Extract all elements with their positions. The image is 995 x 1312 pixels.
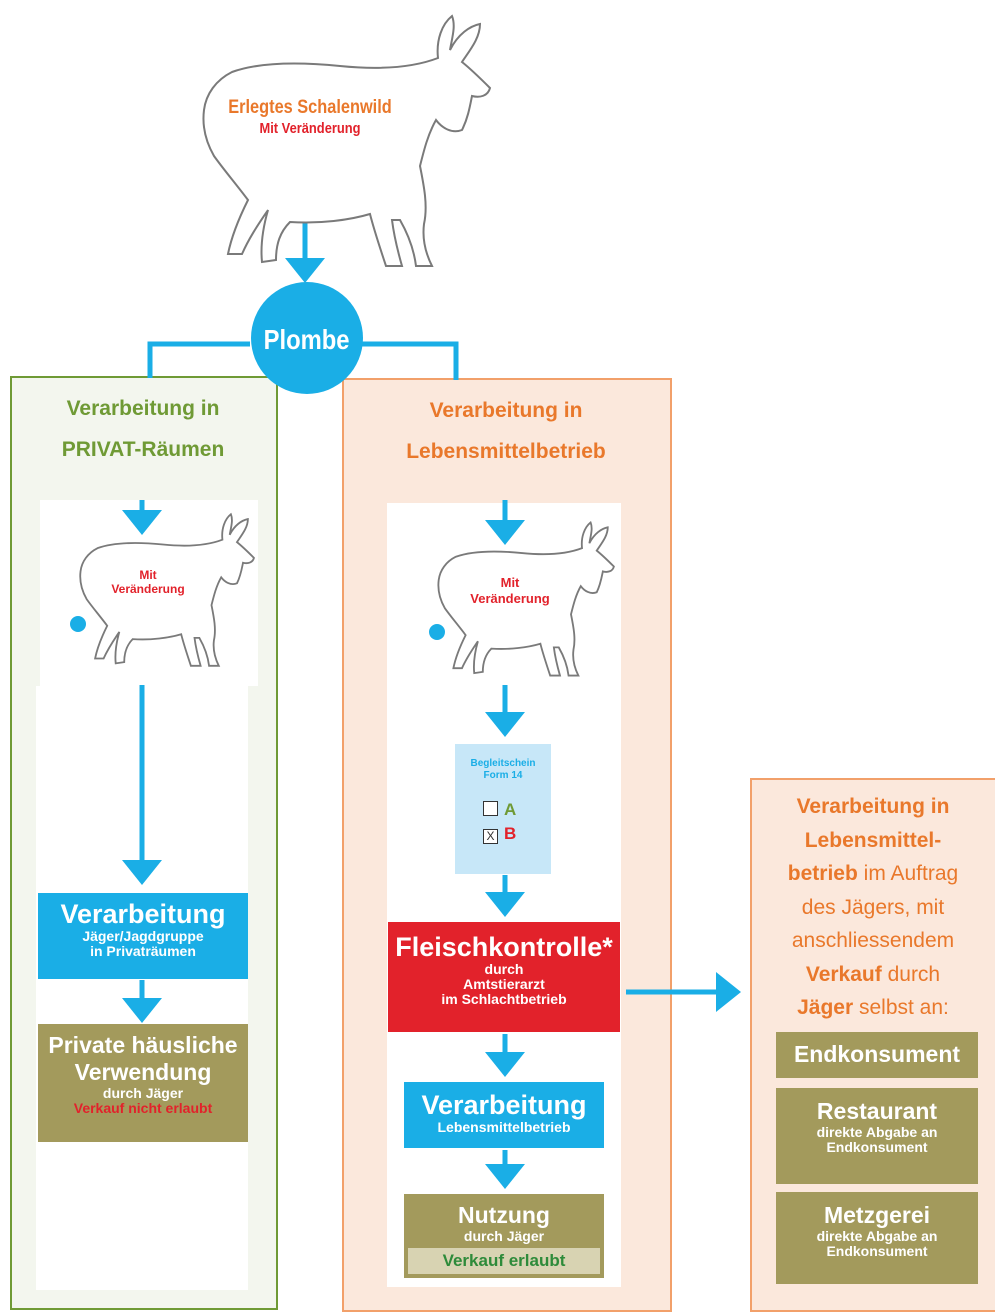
private-processing-line1: Jäger/Jagdgruppe [82,928,204,944]
right-text-bold6: Verkauf [805,962,882,986]
metzgerei-line1: direkte Abgabe an [816,1228,938,1244]
form-line1: Begleitschein [470,758,536,769]
right-text-bold2: Lebensmittel- [804,828,942,852]
restaurant-title: Restaurant [816,1098,938,1124]
private-processing-box: Verarbeitung Jäger/Jagdgruppe in Privatr… [38,893,248,979]
business-processing-box: Verarbeitung Lebensmittelbetrieb [404,1082,604,1148]
endkonsument-box: Endkonsument [776,1032,978,1078]
food-business-title-line2: Lebensmittelbetrieb [406,440,606,463]
metzgerei-box: Metzgerei direkte Abgabe an Endkonsument [776,1192,978,1284]
chamois-small-private-icon [79,512,255,667]
meat-control-line3: im Schlachtbetrieb [441,991,567,1007]
private-usage-box: Private häusliche Verwendung durch Jäger… [38,1024,248,1142]
checkbox-b: X [483,829,498,844]
private-title-line1: Verarbeitung in [66,397,220,420]
endkonsument-label: Endkonsument [793,1041,961,1067]
right-text-normal4: des Jägers, mit [801,895,945,919]
private-title-line2: PRIVAT-Räumen [61,438,225,461]
metzgerei-line2: Endkonsument [826,1243,928,1259]
business-processing-title: Verarbeitung [421,1090,587,1120]
meat-control-line1: durch [484,961,524,977]
form-line2: Form 14 [483,770,523,781]
seal-label: Plombe [264,324,350,355]
right-text-bold3: betrieb [787,862,858,885]
restaurant-box: Restaurant direkte Abgabe an Endkonsumen… [776,1088,978,1184]
private-processing-title: Verarbeitung [60,899,226,929]
right-text-normal3: im Auftrag [857,862,959,885]
top-subtitle: Mit Veränderung [259,120,361,137]
private-processing-line2: in Privaträumen [90,943,196,959]
branch-right [360,341,459,380]
business-animal-label-line2: Veränderung [470,591,550,606]
metzgerei-title: Metzgerei [823,1202,931,1228]
private-usage-line1: Private häusliche [48,1032,238,1058]
business-animal-label-line1: Mit [500,575,520,590]
top-title: Erlegtes Schalenwild [228,97,392,118]
business-usage-line2: durch Jäger [463,1228,545,1244]
private-usage-line4: Verkauf nicht erlaubt [73,1100,213,1116]
right-description: Verarbeitung in Lebensmittel- betrieb im… [752,790,994,1025]
seal-dot-middle [429,624,445,640]
private-usage-line2: Verwendung [74,1059,212,1085]
right-text-normal6: durch [881,962,941,986]
right-text-bold7: Jäger [797,996,854,1019]
branch-left [147,341,250,378]
business-usage-box: Nutzung durch Jäger Verkauf erlaubt [404,1194,604,1278]
meat-control-title: Fleischkontrolle* [395,932,613,962]
seal-dot-left [70,616,86,632]
right-text-normal5: anschliessendem [791,929,955,952]
right-text-normal7: selbst an: [853,996,949,1019]
private-usage-line3: durch Jäger [102,1085,184,1101]
private-animal-label-line2: Veränderung [111,582,185,596]
meat-control-box: Fleischkontrolle* durch Amtstierarzt im … [388,922,620,1032]
option-b-label: B [504,824,517,843]
seal-circle [251,282,363,394]
business-usage-line1: Nutzung [458,1202,550,1228]
checkbox-a [483,801,498,816]
business-usage-line3: Verkauf erlaubt [442,1251,566,1270]
option-a-label: A [504,800,517,819]
right-text-bold1: Verarbeitung in [796,795,950,818]
restaurant-line2: Endkonsument [826,1139,928,1155]
restaurant-line1: direkte Abgabe an [816,1124,938,1140]
food-business-title-line1: Verarbeitung in [429,399,583,422]
private-animal-label-line1: Mit [139,568,157,582]
chamois-small-business-icon [437,520,615,677]
meat-control-line2: Amtstierarzt [463,976,545,992]
chamois-large-icon [202,14,492,267]
sale-allowed-strip: Verkauf erlaubt [408,1248,600,1274]
form-option-a: A [483,798,551,822]
business-processing-line1: Lebensmittelbetrieb [437,1119,571,1135]
